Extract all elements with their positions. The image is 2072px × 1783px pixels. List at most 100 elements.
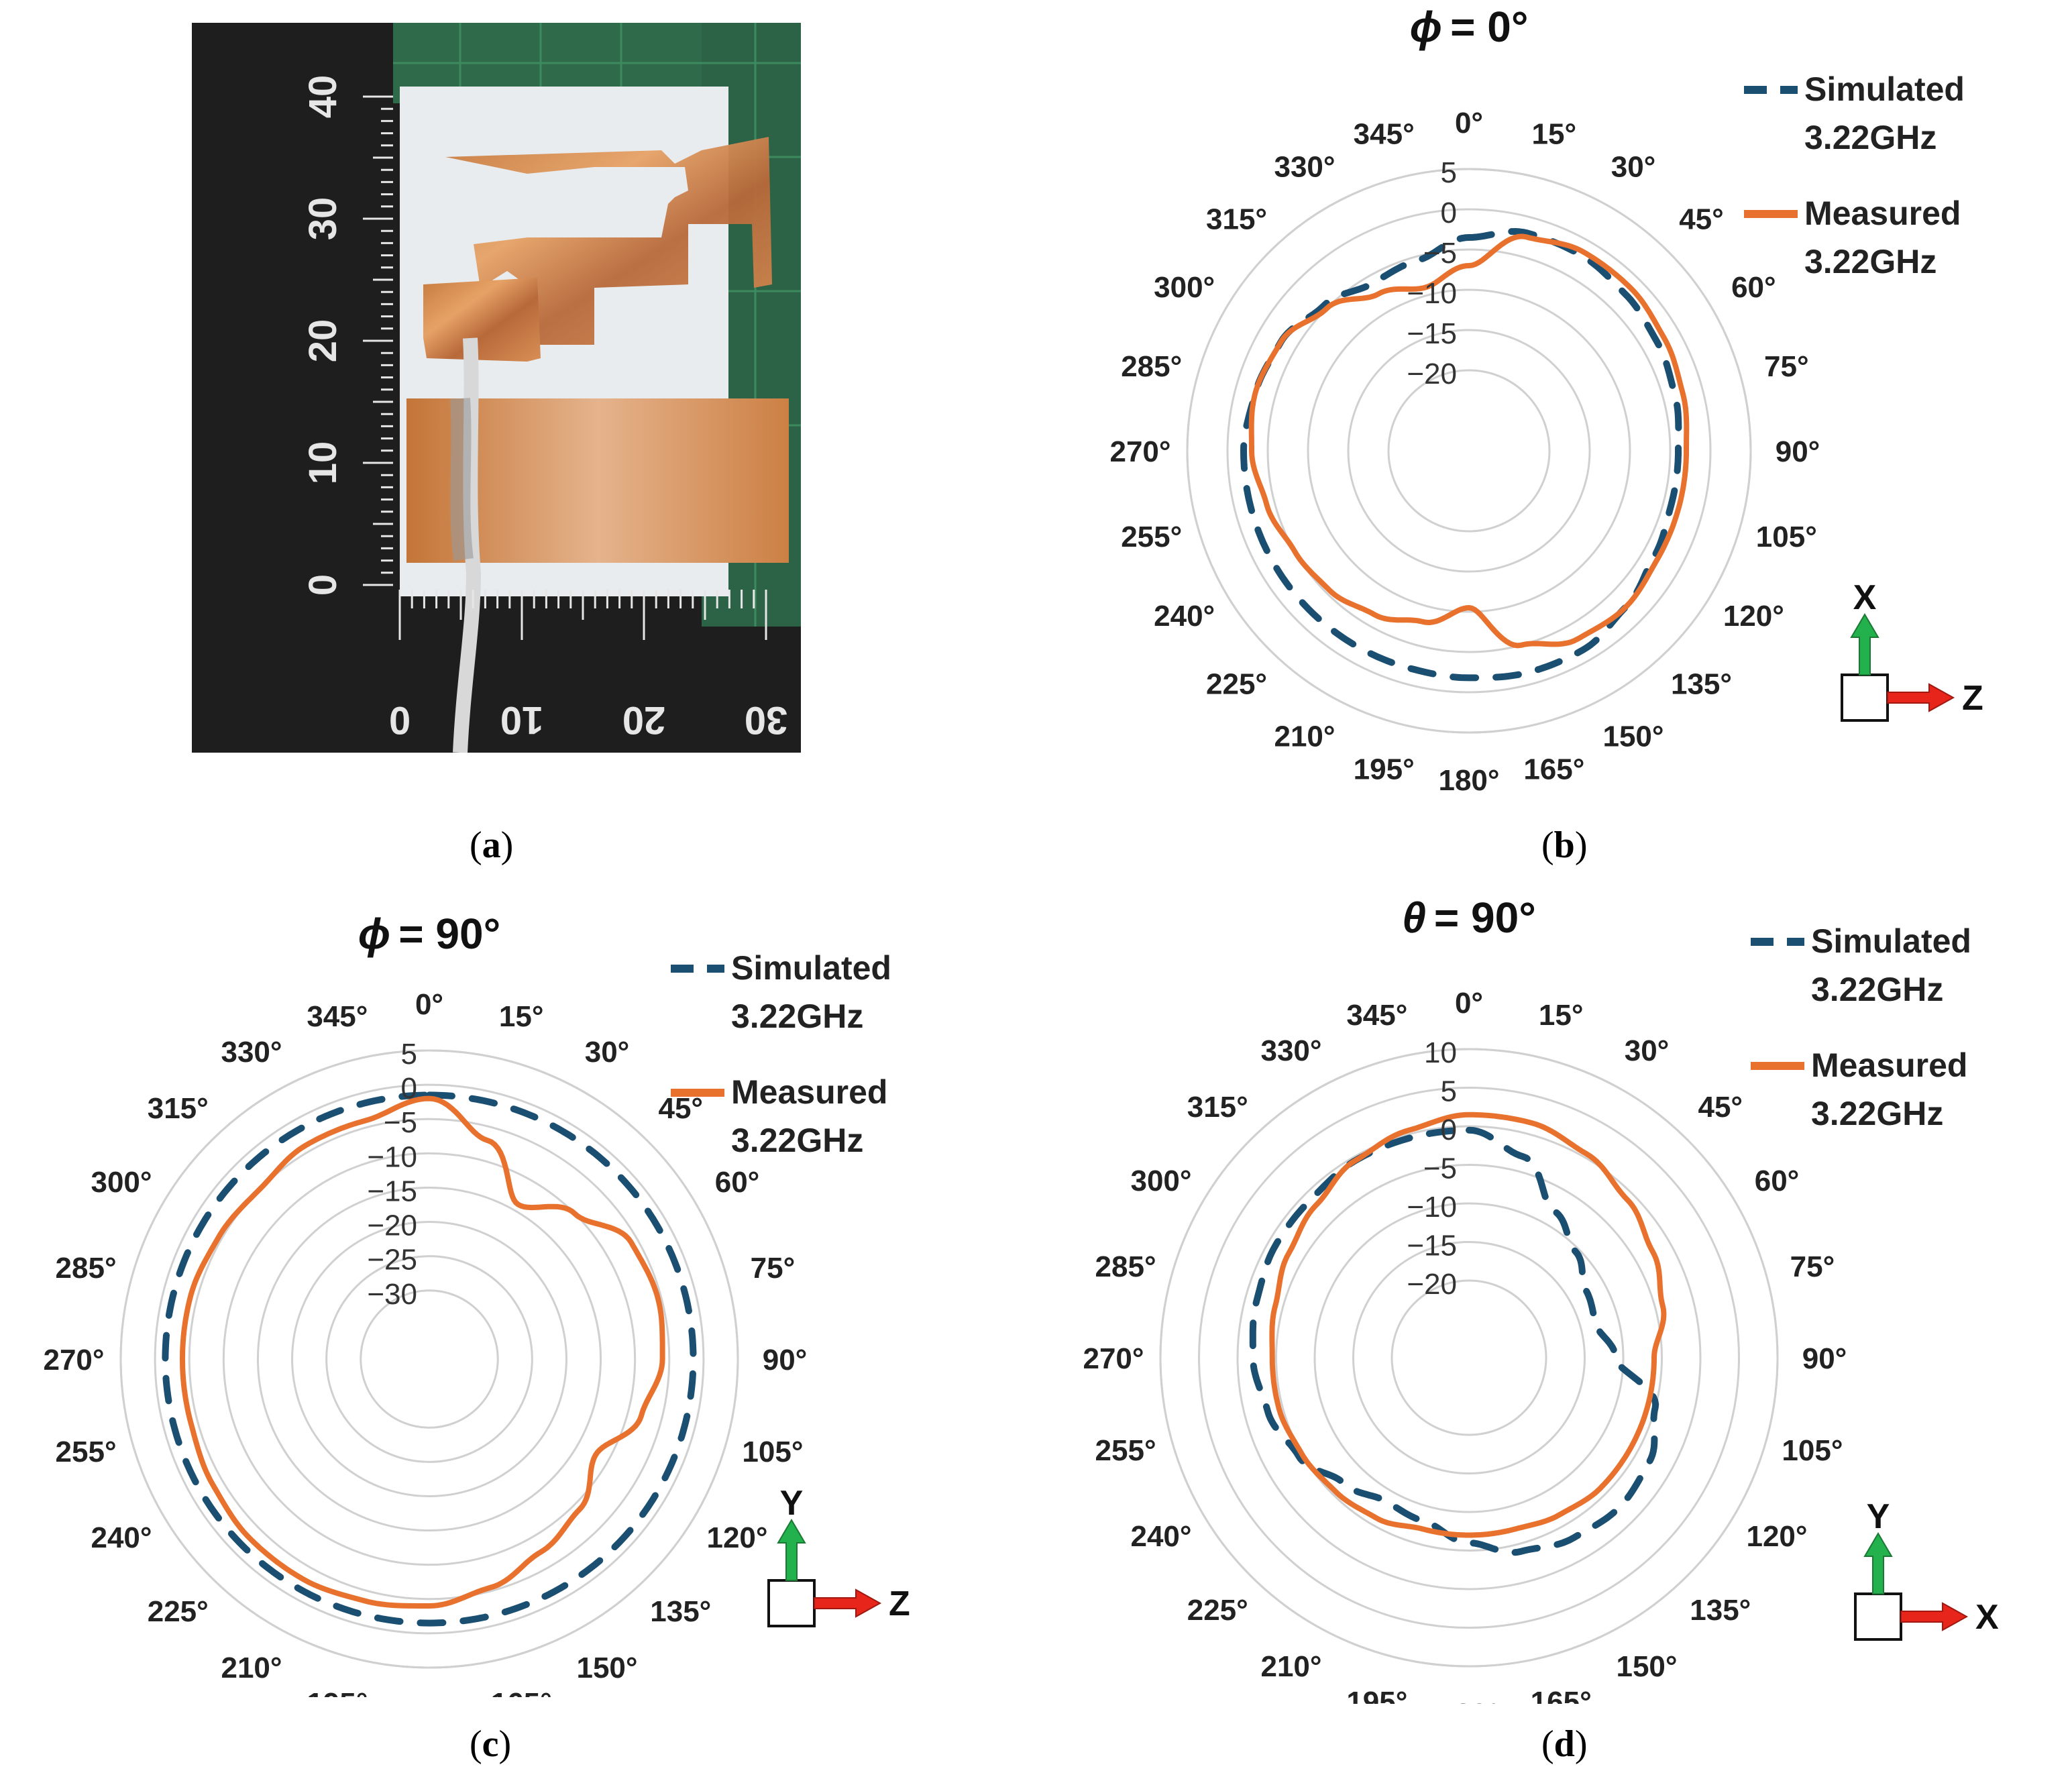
angle-tick-label: 60° bbox=[1755, 1165, 1800, 1197]
angle-tick-label: 240° bbox=[1154, 600, 1215, 633]
angle-tick-label: 345° bbox=[1354, 118, 1415, 151]
angle-tick-label: 300° bbox=[1154, 271, 1215, 304]
angle-tick-label: 45° bbox=[658, 1092, 703, 1125]
axis-up-arrow-icon bbox=[777, 1519, 806, 1581]
radial-tick-label: −15 bbox=[1407, 1230, 1457, 1262]
grid-circle bbox=[1159, 1048, 1779, 1668]
angle-tick-label: 120° bbox=[1746, 1520, 1807, 1553]
legend-label-frequency: 3.22GHz bbox=[731, 1122, 863, 1159]
ruler-h-label-0: 0 bbox=[389, 698, 411, 742]
outer-ring bbox=[1159, 1048, 1779, 1668]
angle-tick-label: 15° bbox=[499, 1000, 544, 1033]
angle-tick-label: 285° bbox=[1095, 1250, 1156, 1283]
radial-tick-label: 0 bbox=[1441, 1114, 1457, 1146]
angle-tick-label: 210° bbox=[1274, 720, 1335, 753]
ruler-v-label-10: 10 bbox=[301, 441, 345, 485]
grid-circle bbox=[291, 1221, 567, 1497]
grid-circle bbox=[1236, 1125, 1702, 1590]
angle-tick-label: 330° bbox=[221, 1036, 282, 1069]
axis-indicator-box bbox=[1854, 1592, 1902, 1641]
series-line-measured bbox=[180, 1095, 665, 1609]
angle-tick-label: 270° bbox=[1109, 435, 1170, 468]
angle-tick-label: 315° bbox=[1206, 203, 1267, 236]
angle-tick-label: 210° bbox=[221, 1652, 282, 1684]
angle-tick-label: 45° bbox=[1679, 203, 1724, 236]
legend-label: Measured bbox=[1811, 1046, 1967, 1084]
grid-circle bbox=[1387, 369, 1551, 533]
chart-title-value: = 90° bbox=[1434, 894, 1536, 942]
angle-tick-label: 120° bbox=[706, 1521, 767, 1554]
angle-tick-label: 30° bbox=[1611, 151, 1656, 184]
angle-tick-label: 270° bbox=[1083, 1342, 1144, 1375]
chart-title-symbol: θ bbox=[1402, 894, 1426, 942]
legend-label: Simulated bbox=[1804, 70, 1965, 108]
angle-tick-label: 255° bbox=[1095, 1434, 1156, 1467]
ruler-v-label-30: 30 bbox=[301, 197, 345, 241]
angle-tick-label: 150° bbox=[1602, 720, 1664, 753]
angle-tick-label: 45° bbox=[1698, 1091, 1743, 1124]
grid-circle bbox=[1186, 168, 1752, 734]
angle-tick-label: 195° bbox=[307, 1687, 368, 1697]
radial-tick-label: −15 bbox=[1407, 317, 1457, 350]
angle-tick-label: 330° bbox=[1274, 151, 1335, 184]
radial-tick-label: −15 bbox=[367, 1175, 417, 1207]
radial-tick-label: −10 bbox=[1407, 277, 1457, 310]
series-line-simulated bbox=[1249, 1126, 1659, 1556]
axis-right-arrow-icon bbox=[1900, 1602, 1969, 1631]
axis-up-label: Y bbox=[1867, 1497, 1890, 1536]
angle-tick-label: 270° bbox=[43, 1344, 104, 1376]
radial-tick-label: 0 bbox=[401, 1072, 417, 1105]
angle-tick-label: 225° bbox=[148, 1595, 209, 1628]
angle-tick-label: 300° bbox=[1130, 1165, 1191, 1197]
angle-tick-label: 105° bbox=[1782, 1434, 1843, 1467]
radial-tick-label: 10 bbox=[1424, 1036, 1457, 1069]
angle-tick-label: 315° bbox=[148, 1092, 209, 1125]
angle-tick-label: 135° bbox=[1690, 1594, 1751, 1627]
legend-label: Measured bbox=[1804, 195, 1961, 232]
angle-tick-label: 330° bbox=[1260, 1034, 1321, 1067]
chart-title-value: = 90° bbox=[398, 910, 500, 958]
caption-d: (d) bbox=[1541, 1723, 1588, 1765]
grid-circle bbox=[1391, 1279, 1547, 1436]
grid-circle bbox=[1313, 1202, 1625, 1513]
angle-tick-label: 90° bbox=[763, 1344, 808, 1376]
angle-tick-label: 105° bbox=[1756, 521, 1817, 553]
angle-tick-label: 60° bbox=[1731, 271, 1776, 304]
angle-tick-label: 75° bbox=[751, 1252, 796, 1285]
angle-tick-label: 300° bbox=[91, 1166, 152, 1199]
series-line-simulated bbox=[162, 1091, 697, 1627]
outer-ring bbox=[1186, 168, 1752, 734]
axis-right-arrow-icon bbox=[814, 1588, 882, 1618]
radial-tick-label: 5 bbox=[401, 1038, 417, 1071]
angle-tick-label: 210° bbox=[1260, 1650, 1321, 1683]
chart-title: θ= 90° bbox=[1402, 894, 1536, 942]
angle-tick-label: 30° bbox=[585, 1036, 630, 1069]
chart-title-symbol: ϕ bbox=[358, 910, 390, 958]
angle-tick-label: 255° bbox=[56, 1436, 117, 1468]
angle-tick-label: 105° bbox=[742, 1436, 803, 1468]
angle-tick-label: 165° bbox=[1531, 1686, 1592, 1704]
angle-tick-label: 195° bbox=[1346, 1686, 1407, 1704]
ruler-v-label-40: 40 bbox=[301, 75, 345, 119]
grid-circle bbox=[1352, 1241, 1586, 1474]
angle-tick-label: 225° bbox=[1187, 1594, 1248, 1627]
radial-tick-label: −20 bbox=[1407, 1268, 1457, 1301]
legend-label-frequency: 3.22GHz bbox=[731, 997, 863, 1035]
angle-tick-label: 60° bbox=[715, 1166, 760, 1199]
angle-tick-label: 225° bbox=[1206, 667, 1267, 700]
grid-circle bbox=[256, 1186, 602, 1532]
outer-ring bbox=[119, 1049, 739, 1669]
radial-tick-label: −30 bbox=[367, 1278, 417, 1311]
axis-indicator-box bbox=[1841, 673, 1889, 722]
grid-circle bbox=[1198, 1087, 1740, 1629]
axis-indicator-box bbox=[767, 1579, 816, 1627]
angle-tick-label: 345° bbox=[307, 1000, 368, 1033]
angle-tick-label: 30° bbox=[1625, 1034, 1670, 1067]
angle-tick-label: 75° bbox=[1790, 1250, 1835, 1283]
legend-label: Simulated bbox=[731, 949, 891, 987]
series-line-measured bbox=[1269, 1112, 1667, 1538]
ruler-v-label-20: 20 bbox=[301, 319, 345, 363]
photo-panel: 40 30 20 10 0 0 10 20 30 bbox=[192, 23, 801, 753]
